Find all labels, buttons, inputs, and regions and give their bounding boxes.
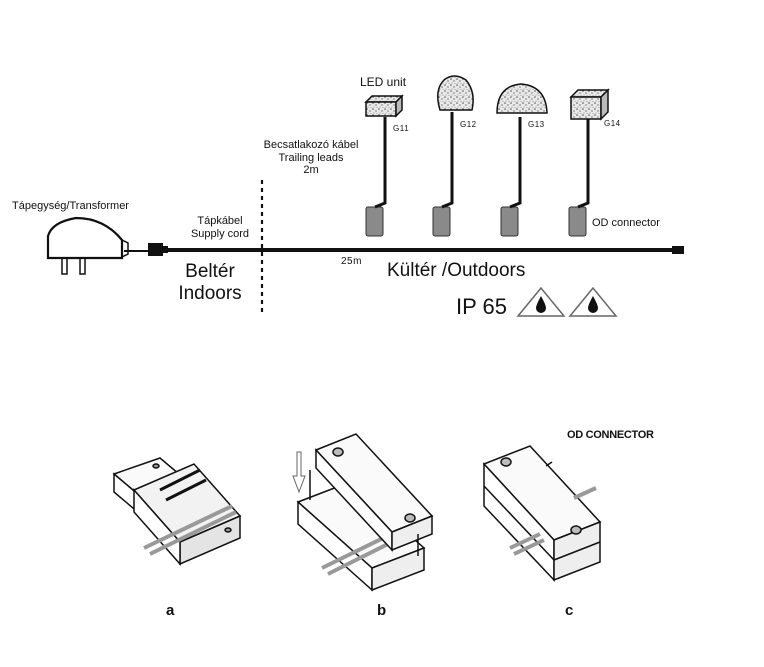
trunk-length-label: 25m	[341, 256, 362, 267]
trailing-leads-length: 2m	[303, 164, 319, 177]
step-c-label: c	[565, 602, 574, 619]
transformer-label: Tápegység/Transformer	[12, 200, 129, 212]
press-arrow-icon	[292, 451, 306, 494]
indoors-label: Beltér Indoors	[160, 261, 260, 305]
unit-code-g13: G13	[528, 120, 545, 129]
supply-cord-label-en: Supply cord	[190, 227, 250, 240]
supply-cord-label-hu: Tápkábel	[197, 215, 243, 227]
od-connector-label: OD connector	[592, 217, 660, 229]
od-connectors	[365, 206, 587, 237]
outdoors-label: Kültér /Outdoors	[387, 260, 526, 281]
transformer-plug-icon	[46, 216, 129, 275]
od-connector-step-c	[482, 445, 602, 582]
unit-code-g14: G14	[604, 119, 621, 128]
supply-cord-label: Tápkábel Supply cord	[180, 215, 260, 240]
led-unit-g13-icon	[496, 83, 548, 114]
indoors-label-hu: Beltér	[185, 261, 235, 282]
od-connector-step-b	[296, 433, 434, 592]
step-a-label: a	[166, 602, 175, 619]
unit-code-g12: G12	[460, 120, 477, 129]
led-unit-label: LED unit	[360, 75, 407, 89]
unit-code-g11: G11	[393, 124, 410, 133]
trailing-leads	[374, 112, 590, 209]
trailing-leads-label: Becsatlakozó kábel Trailing leads 2m	[246, 139, 376, 177]
supply-cord	[124, 243, 168, 256]
step-b-label: b	[377, 602, 387, 619]
trailing-leads-label-hu: Becsatlakozó kábel	[263, 139, 359, 151]
od-connector-step-a	[112, 457, 242, 566]
trailing-leads-label-en: Trailing leads	[278, 151, 344, 164]
indoors-label-en: Indoors	[178, 282, 242, 304]
led-unit-g14-icon	[569, 88, 610, 121]
led-unit-g12-icon	[437, 75, 474, 111]
od-connector-title: OD CONNECTOR	[567, 429, 654, 441]
water-drop-warning-icon	[516, 286, 566, 317]
ip-rating-label: IP 65	[456, 294, 507, 319]
main-trunk-cable	[166, 246, 684, 254]
led-unit-g11-icon	[364, 94, 404, 118]
water-drop-warning-icon	[568, 286, 618, 317]
